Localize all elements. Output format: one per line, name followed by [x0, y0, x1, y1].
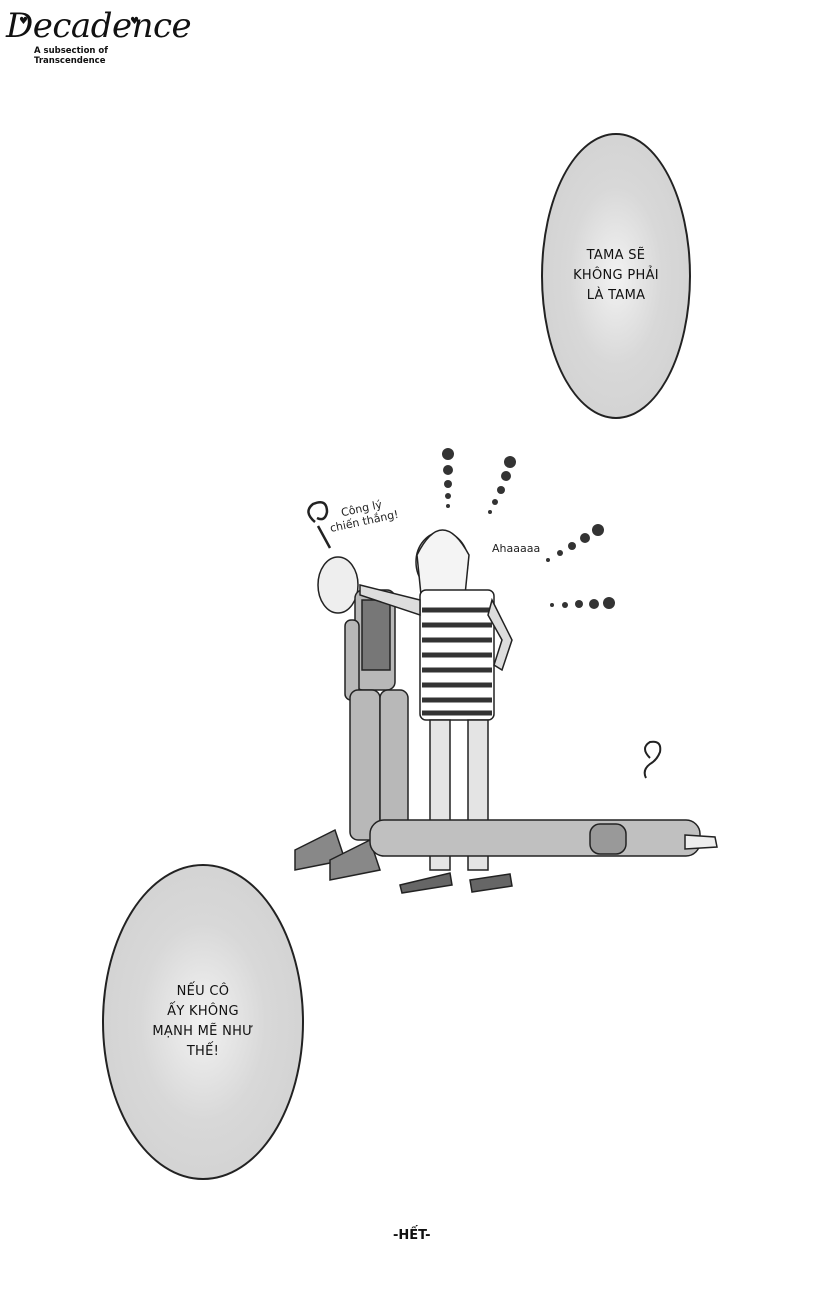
heart-icon: ♥ [19, 16, 28, 27]
sfx-text-laugh: Ahaaaaa [492, 542, 541, 555]
bubble-line: KHÔNG PHẢI [573, 268, 659, 283]
bubble-text: TAMA SẼ KHÔNG PHẢI LÀ TAMA [573, 246, 659, 306]
logo-title: Decadence ♥ ♥ [6, 8, 192, 44]
characters-illustration [294, 448, 718, 894]
logo-subtitle: A subsection of Transcendence [34, 46, 108, 66]
heart-icon: ♥ [130, 16, 139, 27]
bubble-line: THẾ! [186, 1044, 220, 1059]
bubble-text: NẾU CÔ ẤY KHÔNG MẠNH MẼ NHƯ THẾ! [152, 982, 253, 1062]
end-mark: -HẾT- [393, 1228, 431, 1243]
manga-illustration: Công lý chiến thắng! Ahaaaaa [280, 440, 730, 900]
bubble-line: NẾU CÔ [176, 984, 230, 999]
emphasis-lines [442, 448, 615, 609]
bubble-line: TAMA SẼ [586, 248, 646, 263]
scanlation-logo: Decadence ♥ ♥ A subsection of Transcende… [6, 8, 192, 66]
speech-bubble-top: TAMA SẼ KHÔNG PHẢI LÀ TAMA [541, 133, 691, 419]
bubble-line: LÀ TAMA [586, 288, 646, 303]
logo-title-text: Decadence [6, 6, 192, 46]
bubble-line: MẠNH MẼ NHƯ [152, 1024, 254, 1039]
bubble-line: ẤY KHÔNG [167, 1004, 239, 1019]
speech-bubble-bottom: NẾU CÔ ẤY KHÔNG MẠNH MẼ NHƯ THẾ! [102, 864, 304, 1180]
